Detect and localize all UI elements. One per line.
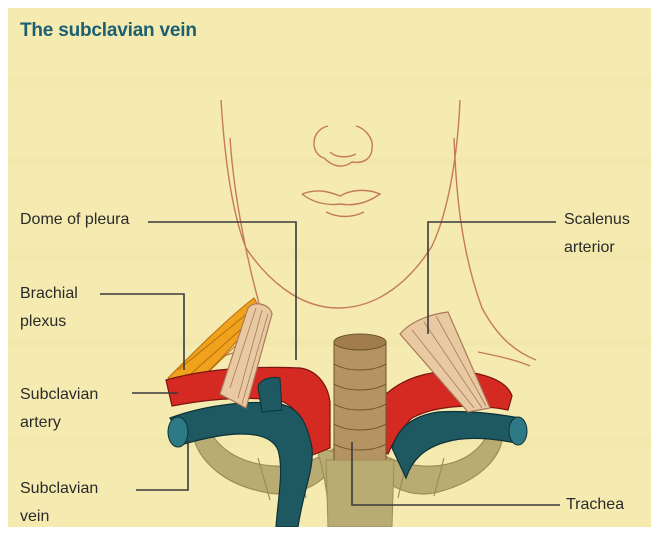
label-subclavian-vein-line1: Subclavian <box>20 475 98 503</box>
paper-texture <box>8 78 651 448</box>
trachea-shape <box>326 334 394 527</box>
label-trachea: Trachea <box>566 491 624 519</box>
label-subclavian-artery-line1: Subclavian <box>20 381 98 409</box>
label-brachial-plexus-line2: plexus <box>20 308 78 336</box>
label-subclavian-vein: Subclavian vein <box>20 475 98 527</box>
label-dome-of-pleura-text: Dome of pleura <box>20 206 129 234</box>
label-subclavian-artery: Subclavian artery <box>20 381 98 437</box>
leader-brachial-plexus <box>100 294 184 370</box>
label-brachial-plexus-line1: Brachial <box>20 280 78 308</box>
label-trachea-text: Trachea <box>566 491 624 519</box>
label-scalenus-line1: Scalenus <box>564 206 630 234</box>
mouth <box>302 190 380 204</box>
label-subclavian-vein-line2: vein <box>20 503 98 527</box>
anatomy-figure: The subclavian vein Dome of pleura Scale… <box>8 8 651 527</box>
subclavian-anatomy-illustration <box>8 8 651 527</box>
figure-title: The subclavian vein <box>20 20 197 42</box>
label-subclavian-artery-line2: artery <box>20 409 98 437</box>
label-scalenus-line2: arterior <box>564 234 630 262</box>
label-brachial-plexus: Brachial plexus <box>20 280 78 336</box>
label-dome-of-pleura: Dome of pleura <box>20 206 129 234</box>
label-scalenus: Scalenus arterior <box>564 206 630 262</box>
